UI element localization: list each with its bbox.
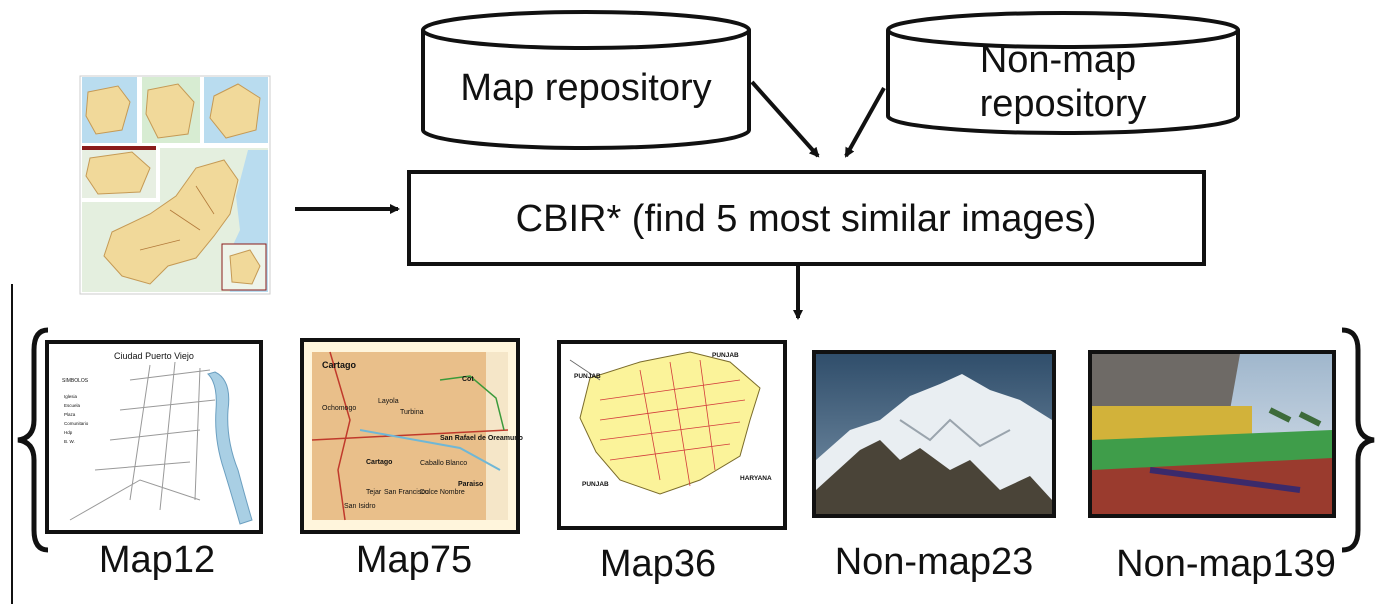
nonmap-repository-label-line1: Non-map xyxy=(980,39,1136,81)
query-tile-1 xyxy=(82,77,137,143)
map75-place: Layola xyxy=(378,398,399,405)
map12-legend-item: Escuela xyxy=(64,403,81,408)
result-map75: Cartago Layola Ochomogo Turbina Cot San … xyxy=(300,338,523,534)
cbir-box: CBIR* (find 5 most similar images) xyxy=(407,170,1206,266)
map75-place: San Isidro xyxy=(344,503,376,510)
map75-place: Paraiso xyxy=(458,481,483,488)
cbir-label: CBIR* (find 5 most similar images) xyxy=(516,198,1097,240)
map75-place: San Francisco xyxy=(384,489,429,496)
label-nonmap139: Non-map139 xyxy=(1116,543,1336,585)
result-map36: PUNJAB PUNJAB HARYANA PUNJAB xyxy=(557,340,787,530)
map75-place: San Rafael de Oreamuno xyxy=(440,435,523,442)
map36-place: PUNJAB xyxy=(712,352,739,359)
nonmap-repo-arrow xyxy=(844,87,886,158)
map36-place: PUNJAB xyxy=(582,481,609,488)
label-map12: Map12 xyxy=(99,539,215,581)
map12-legend-item: B. W. xyxy=(64,439,75,444)
nonmap-repository-label-line2: repository xyxy=(980,83,1147,125)
nonmap-repository: Non-map repository xyxy=(886,11,1240,135)
map75-place: Turbina xyxy=(400,409,424,416)
right-brace xyxy=(1341,327,1375,553)
result-nonmap23 xyxy=(812,350,1056,518)
map36-place: HARYANA xyxy=(740,475,772,482)
map75-place: Ochomogo xyxy=(322,405,356,412)
label-nonmap23: Non-map23 xyxy=(835,541,1034,583)
map12-title: Ciudad Puerto Viejo xyxy=(114,351,194,361)
map-repository: Map repository xyxy=(421,10,751,150)
query-tile-2 xyxy=(142,77,200,143)
query-image xyxy=(79,75,271,295)
left-brace xyxy=(17,327,49,553)
map75-place: Cot xyxy=(462,376,474,383)
map36-place: PUNJAB xyxy=(574,373,601,380)
map75-place: Dulce Nombre xyxy=(420,489,465,496)
label-map36: Map36 xyxy=(600,543,716,585)
map75-place: Cartago xyxy=(366,459,392,466)
query-tile-3 xyxy=(204,77,268,143)
map75-place: Tejar xyxy=(366,489,382,496)
map12-legend-item: Comunitario xyxy=(64,421,89,426)
label-map75: Map75 xyxy=(356,539,472,581)
result-map12: Ciudad Puerto Viejo SIMBOLOS Iglesia Esc… xyxy=(45,340,263,534)
map-repo-arrow xyxy=(750,80,820,158)
query-tile-main xyxy=(82,148,268,292)
map75-place: Caballo Blanco xyxy=(420,460,467,467)
map12-legend-item: Iglesia xyxy=(64,394,78,399)
map12-legend-item: Plaza xyxy=(64,412,76,417)
map12-legend-heading: SIMBOLOS xyxy=(62,378,89,384)
map12-legend-item: Hdp xyxy=(64,430,73,435)
query-tile-4 xyxy=(82,146,156,198)
map-repository-label: Map repository xyxy=(460,67,711,109)
map75-title: Cartago xyxy=(322,360,357,370)
result-nonmap139 xyxy=(1088,350,1336,518)
